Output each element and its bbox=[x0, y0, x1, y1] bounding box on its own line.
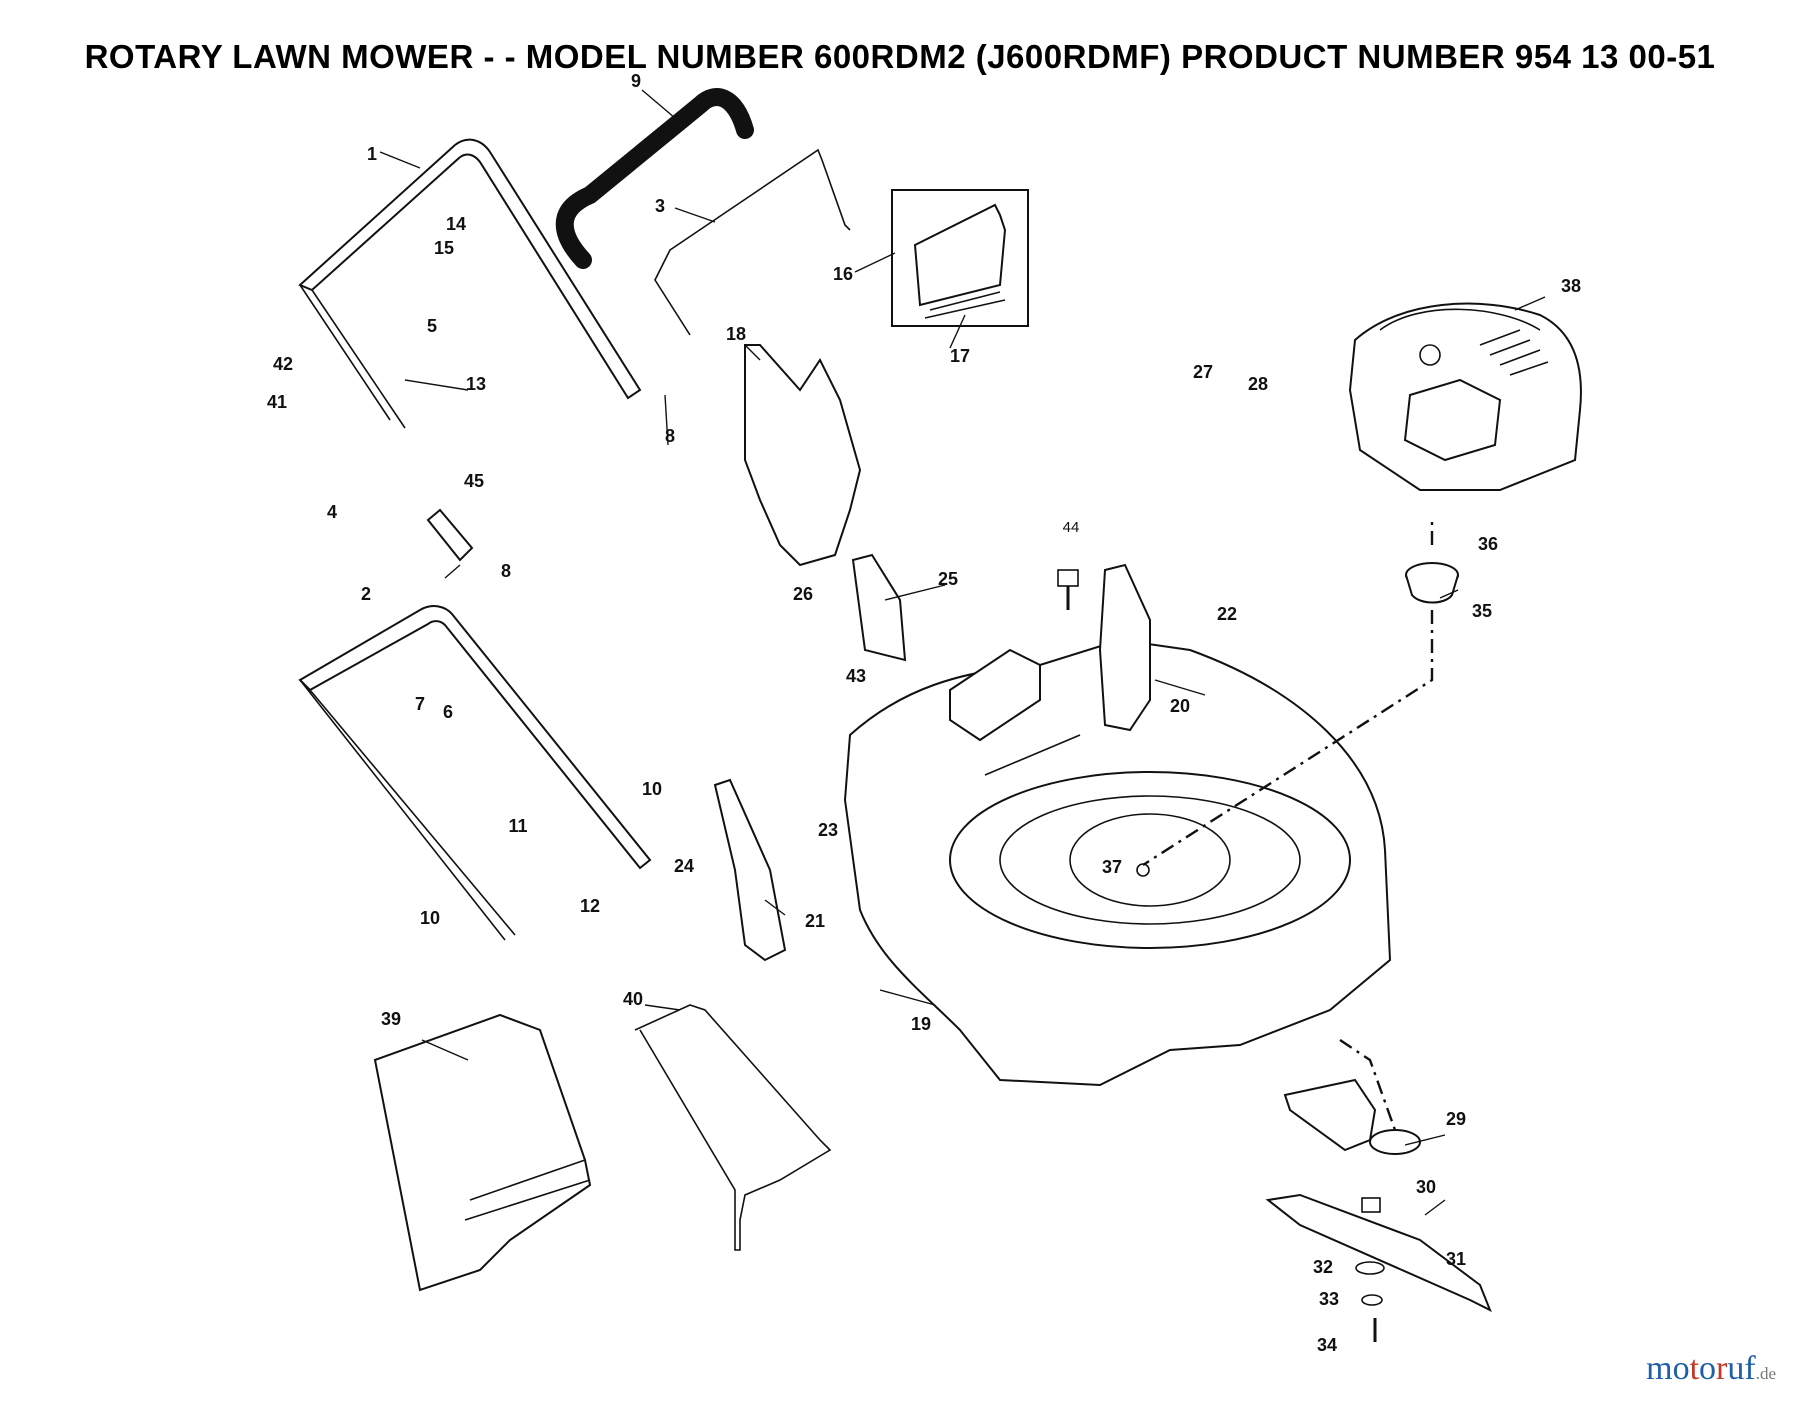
callout-27: 27 bbox=[1193, 362, 1213, 382]
callout-32: 32 bbox=[1313, 1257, 1333, 1277]
callout-28: 28 bbox=[1248, 374, 1268, 394]
watermark: motoruf.de bbox=[1646, 1350, 1776, 1388]
leader-lines bbox=[379, 89, 1546, 1216]
callout-8: 8 bbox=[501, 561, 511, 581]
mower-deck[interactable] bbox=[843, 638, 1392, 1087]
callout-44: 44 bbox=[1063, 519, 1080, 536]
callout-10: 10 bbox=[642, 779, 662, 799]
engine[interactable] bbox=[1348, 302, 1582, 491]
callout-8: 8 bbox=[665, 426, 675, 446]
callout-30: 30 bbox=[1416, 1177, 1436, 1197]
callout-45: 45 bbox=[464, 471, 484, 491]
shaft-line bbox=[1142, 520, 1434, 867]
callout-19: 19 bbox=[911, 1014, 931, 1034]
callout-26: 26 bbox=[793, 584, 813, 604]
shaft-line-lower bbox=[1339, 1039, 1397, 1131]
callout-1: 1 bbox=[367, 144, 377, 164]
callout-5: 5 bbox=[427, 316, 437, 336]
hardware bbox=[1057, 569, 1385, 1342]
callout-18: 18 bbox=[726, 324, 746, 344]
catcher-frame[interactable] bbox=[634, 1004, 832, 1251]
upper-handle[interactable] bbox=[298, 138, 642, 562]
callout-24: 24 bbox=[674, 856, 694, 876]
callout-41: 41 bbox=[267, 392, 287, 412]
chute[interactable] bbox=[744, 344, 862, 567]
callout-39: 39 bbox=[381, 1009, 401, 1029]
callout-10: 10 bbox=[420, 908, 440, 928]
callout-37: 37 bbox=[1102, 857, 1122, 877]
callout-23: 23 bbox=[818, 820, 838, 840]
watermark-tld: .de bbox=[1755, 1364, 1776, 1383]
callout-40: 40 bbox=[623, 989, 643, 1009]
callout-36: 36 bbox=[1478, 534, 1498, 554]
bail[interactable] bbox=[654, 148, 851, 336]
decal-box bbox=[891, 189, 1029, 327]
callout-29: 29 bbox=[1446, 1109, 1466, 1129]
pulley[interactable] bbox=[1405, 562, 1459, 604]
page-title: ROTARY LAWN MOWER - - MODEL NUMBER 600RD… bbox=[84, 38, 1716, 75]
callout-3: 3 bbox=[655, 196, 665, 216]
height-bracket-left[interactable] bbox=[713, 778, 787, 962]
rear-bracket[interactable] bbox=[851, 553, 907, 662]
watermark-brand: motoruf bbox=[1646, 1350, 1756, 1387]
callout-21: 21 bbox=[805, 911, 825, 931]
callout-9: 9 bbox=[631, 71, 641, 91]
callout-11: 11 bbox=[508, 816, 527, 836]
callout-6: 6 bbox=[443, 702, 453, 722]
callout-34: 34 bbox=[1317, 1335, 1337, 1355]
handle-grip[interactable] bbox=[555, 88, 754, 269]
callout-35: 35 bbox=[1472, 601, 1492, 621]
blade-adapter[interactable] bbox=[1283, 1078, 1421, 1155]
lower-handle[interactable] bbox=[298, 605, 652, 941]
callout-4: 4 bbox=[327, 502, 337, 522]
catcher-bag[interactable] bbox=[373, 1013, 592, 1292]
callout-22: 22 bbox=[1217, 604, 1237, 624]
callout-42: 42 bbox=[273, 354, 293, 374]
callout-25: 25 bbox=[938, 569, 958, 589]
callout-14: 14 bbox=[446, 214, 466, 234]
callout-7: 7 bbox=[415, 694, 425, 714]
callout-31: 31 bbox=[1446, 1249, 1466, 1269]
callout-2: 2 bbox=[361, 584, 371, 604]
callout-12: 12 bbox=[580, 896, 600, 916]
callout-33: 33 bbox=[1319, 1289, 1339, 1309]
callout-43: 43 bbox=[846, 666, 866, 686]
height-bracket-right[interactable] bbox=[1098, 563, 1151, 732]
callout-17: 17 bbox=[950, 346, 970, 366]
callout-13: 13 bbox=[466, 374, 486, 394]
callout-38: 38 bbox=[1561, 276, 1581, 296]
blade[interactable] bbox=[1265, 1193, 1492, 1313]
callout-15: 15 bbox=[434, 238, 454, 258]
callout-20: 20 bbox=[1170, 696, 1190, 716]
callout-16: 16 bbox=[833, 264, 853, 284]
callout-labels: 1234567889101011121314151617181920212223… bbox=[267, 71, 1581, 1355]
